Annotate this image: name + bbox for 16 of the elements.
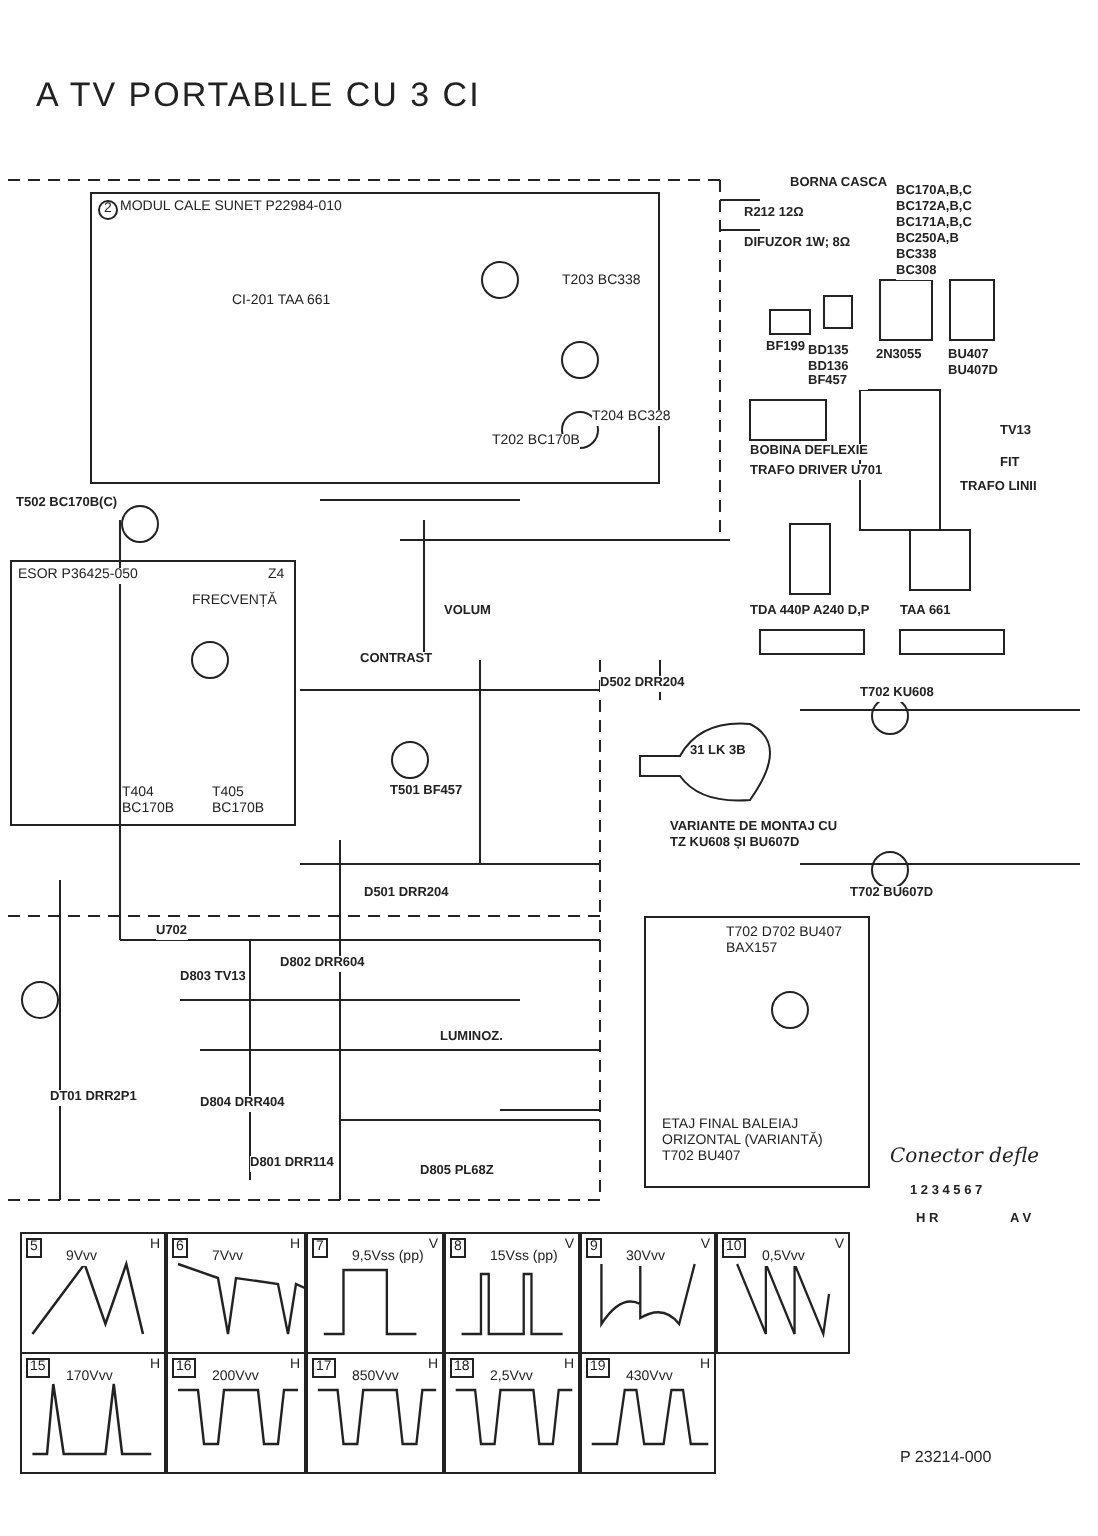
drawing-number: P 23214-000 — [900, 1450, 992, 1465]
diagram-title: A TV PORTABILE CU 3 CI — [36, 76, 481, 116]
waveform-panel — [20, 1352, 166, 1474]
stage-frame — [644, 916, 870, 1188]
waveform-panel — [166, 1232, 306, 1354]
module-frame — [10, 560, 296, 826]
waveform-panel — [306, 1232, 444, 1354]
waveform-panel — [444, 1352, 580, 1474]
handwritten-note: Conector defle — [890, 1150, 1040, 1165]
waveform-panel — [20, 1232, 166, 1354]
waveform-panel — [166, 1352, 306, 1474]
waveform-panel — [716, 1232, 850, 1354]
waveform-panel — [444, 1232, 580, 1354]
waveform-panel — [306, 1352, 444, 1474]
waveform-panel — [580, 1232, 716, 1354]
waveform-panel — [580, 1352, 716, 1474]
